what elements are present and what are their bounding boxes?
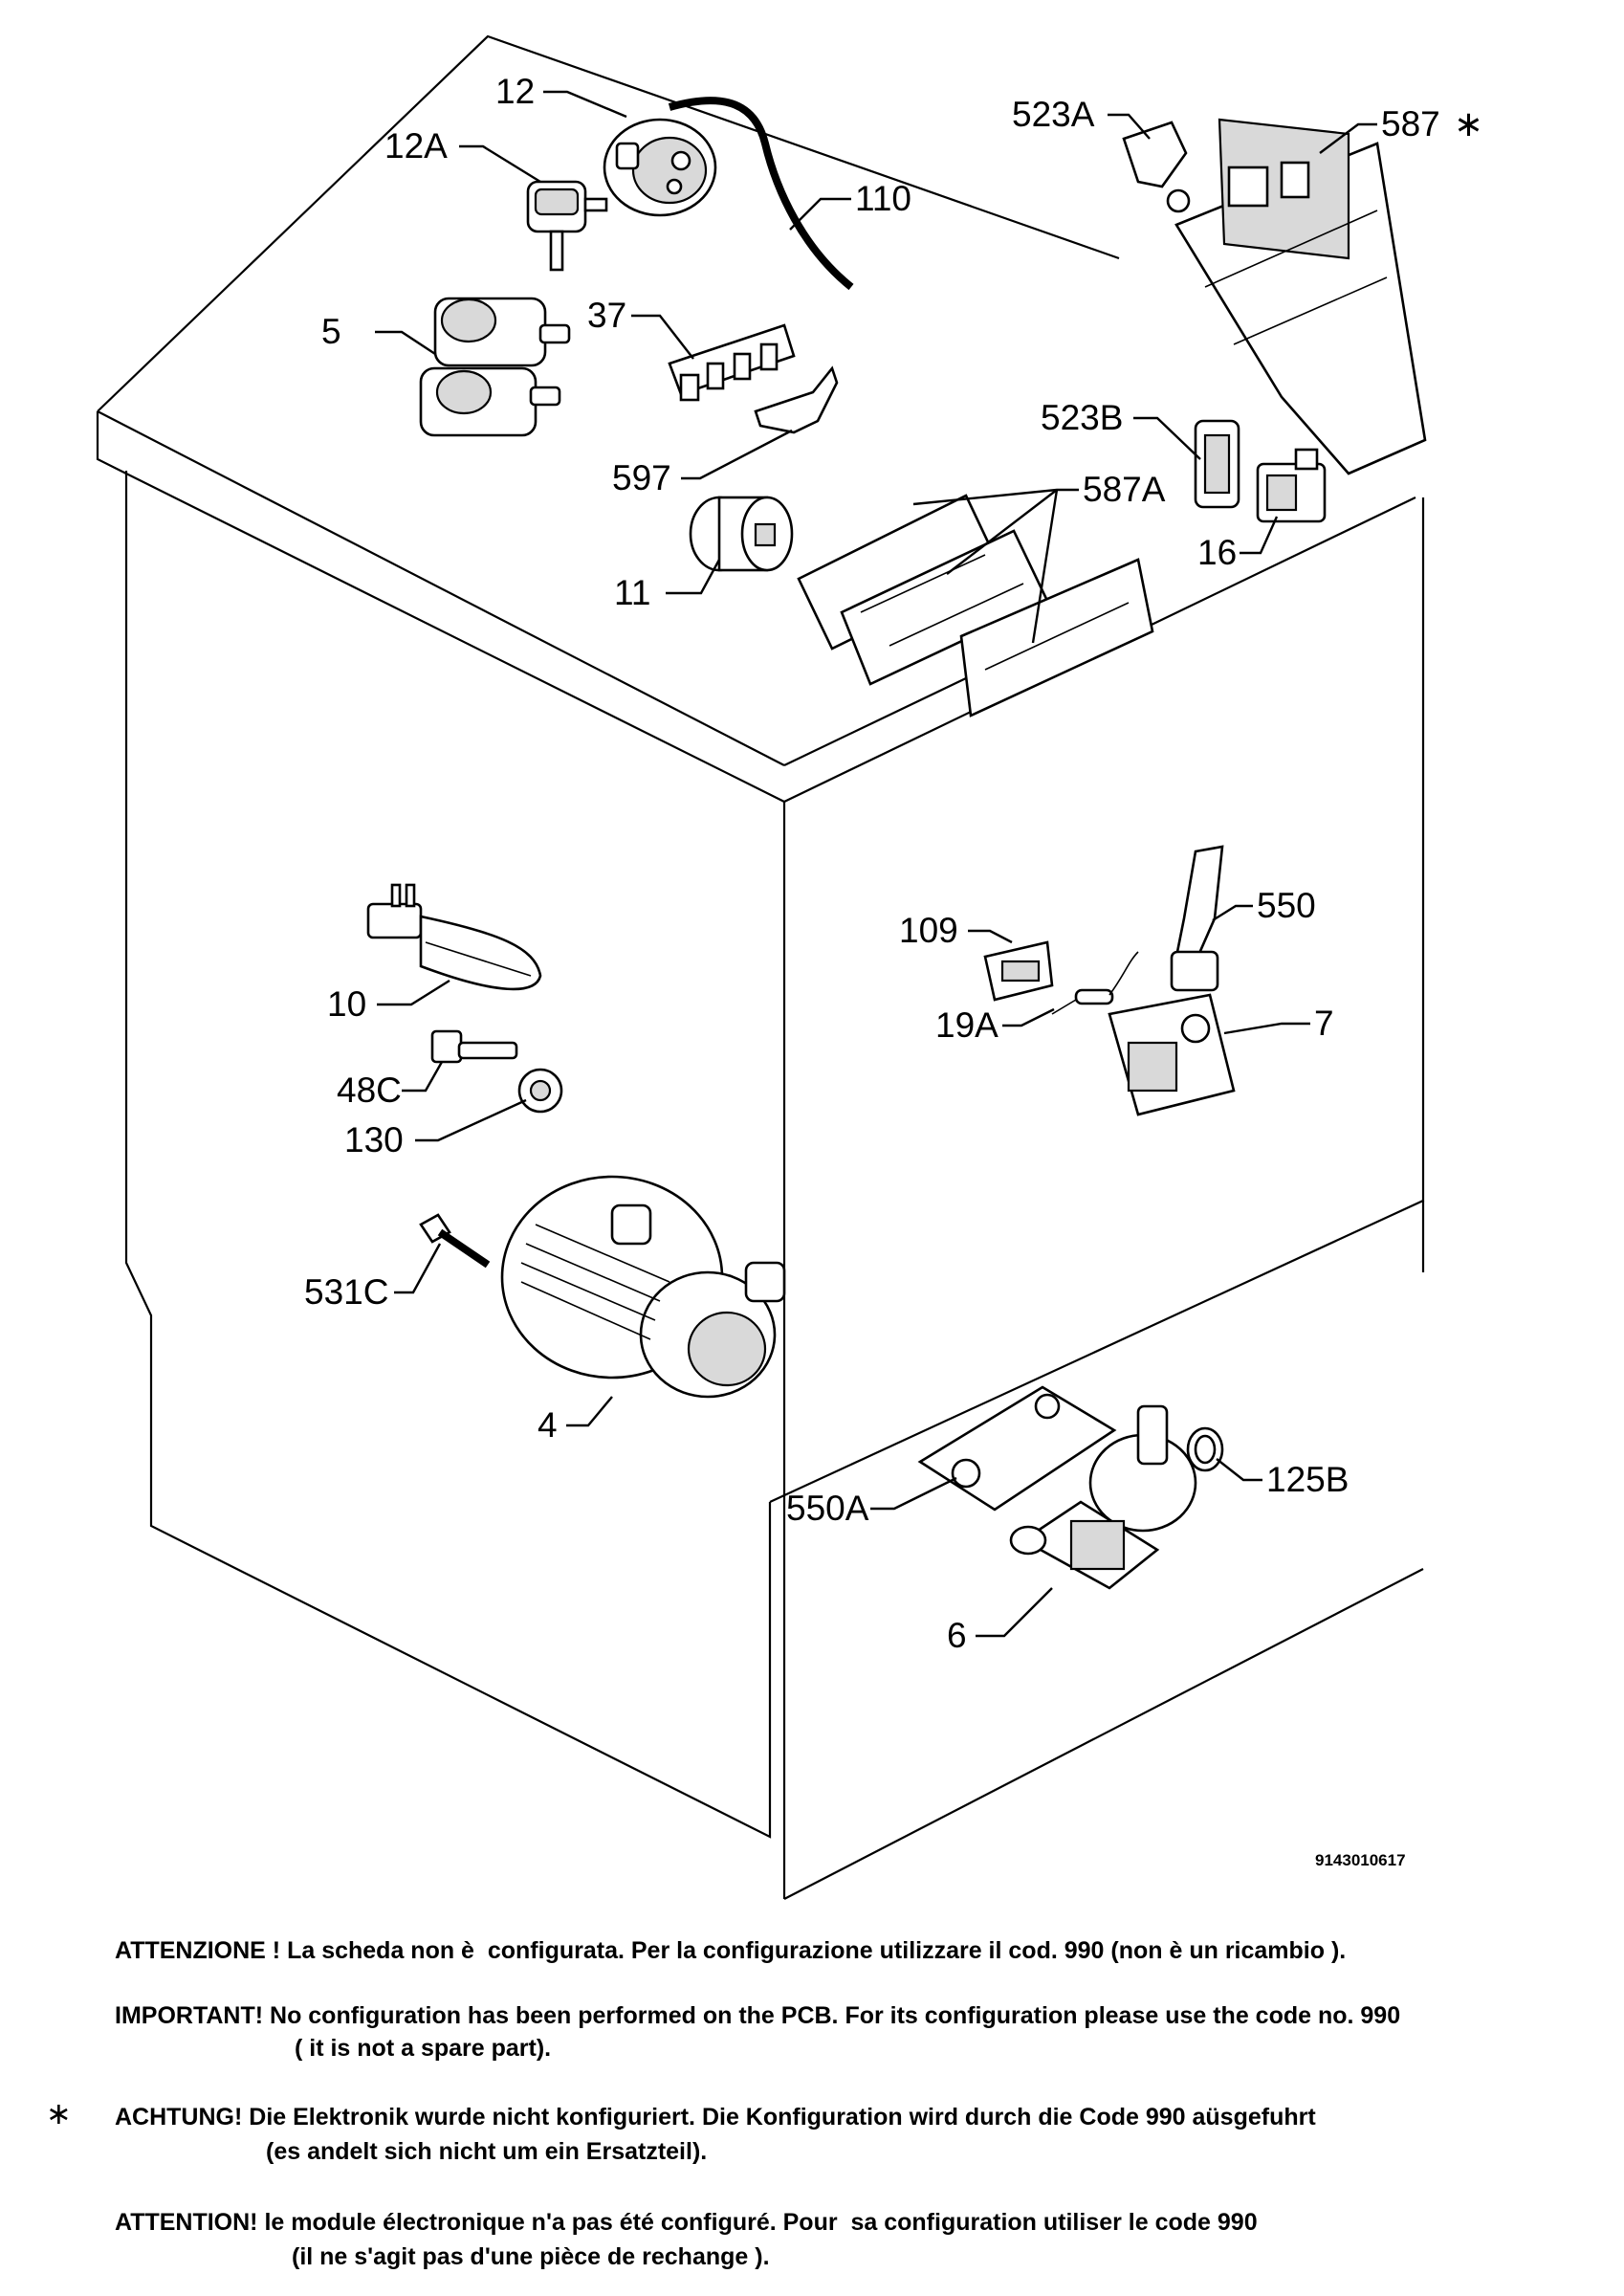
part-109-cover bbox=[983, 940, 1054, 1002]
part-550a-insulation-pad bbox=[917, 1385, 1117, 1512]
label-587a: 587A bbox=[1083, 470, 1166, 509]
label-550: 550 bbox=[1257, 886, 1316, 925]
label-550a: 550A bbox=[786, 1489, 869, 1528]
part-125b-o-ring bbox=[1186, 1426, 1224, 1472]
note-german-line1: ACHTUNG! Die Elektronik wurde nicht konf… bbox=[115, 2104, 1316, 2130]
label-12: 12 bbox=[495, 72, 535, 111]
part-587a-control-boards bbox=[797, 494, 1154, 718]
label-5: 5 bbox=[321, 312, 341, 351]
note-german-asterisk: ∗ bbox=[46, 2095, 72, 2131]
part-6-drain-pump bbox=[1009, 1404, 1197, 1590]
note-french-line1: ATTENTION! le module électronique n'a pa… bbox=[115, 2209, 1258, 2236]
part-10-heating-element bbox=[366, 883, 542, 991]
label-19a: 19A bbox=[935, 1005, 999, 1045]
label-587-asterisk: ∗ bbox=[1454, 103, 1483, 144]
part-12-pressure-switch bbox=[603, 118, 717, 217]
label-110: 110 bbox=[855, 179, 911, 218]
note-english-line1: IMPORTANT! No configuration has been per… bbox=[115, 2002, 1401, 2029]
label-11: 11 bbox=[614, 573, 650, 612]
note-french-line2: (il ne s'agit pas d'une pièce de rechang… bbox=[292, 2243, 770, 2270]
part-523b-connector-frame bbox=[1194, 419, 1240, 509]
label-10: 10 bbox=[327, 984, 366, 1024]
part-5-inlet-valve bbox=[419, 297, 571, 437]
label-4: 4 bbox=[538, 1405, 558, 1445]
label-109: 109 bbox=[899, 911, 958, 950]
label-48c: 48C bbox=[337, 1071, 402, 1110]
label-531c: 531C bbox=[304, 1272, 388, 1312]
cabinet-outline bbox=[96, 34, 1425, 1900]
part-597-clip bbox=[754, 365, 839, 434]
label-523b: 523B bbox=[1041, 398, 1123, 437]
label-7: 7 bbox=[1314, 1004, 1334, 1043]
part-11-interference-filter bbox=[689, 496, 794, 572]
label-12a: 12A bbox=[384, 126, 448, 166]
part-37-terminal-block bbox=[668, 323, 796, 402]
part-587-electronic-module bbox=[1174, 118, 1427, 475]
part-16-switch bbox=[1256, 448, 1327, 523]
part-4-motor bbox=[500, 1175, 786, 1399]
drawing-code: 9143010617 bbox=[1315, 1851, 1406, 1869]
label-587: 587 bbox=[1381, 104, 1440, 144]
part-130-nut bbox=[517, 1068, 563, 1114]
note-english-line2: ( it is not a spare part). bbox=[295, 2035, 552, 2062]
part-48c-ntc-sensor bbox=[430, 1029, 518, 1064]
note-german-line2: (es andelt sich nicht um ein Ersatzteil)… bbox=[266, 2138, 708, 2165]
part-550-door-lock-lever bbox=[1170, 845, 1224, 992]
part-110-hose bbox=[668, 97, 854, 291]
label-597: 597 bbox=[612, 458, 671, 497]
part-7-door-interlock bbox=[1108, 993, 1236, 1116]
label-125b: 125B bbox=[1266, 1460, 1349, 1499]
label-16: 16 bbox=[1197, 533, 1237, 572]
part-531c-bolt bbox=[419, 1213, 491, 1269]
part-12a-pressure-switch bbox=[526, 180, 608, 272]
label-523a: 523A bbox=[1012, 95, 1095, 134]
label-37: 37 bbox=[587, 296, 626, 335]
label-6: 6 bbox=[947, 1616, 967, 1655]
leader-lines bbox=[375, 90, 1377, 1638]
part-19a-lamp bbox=[1051, 951, 1139, 1015]
label-130: 130 bbox=[344, 1120, 404, 1159]
note-italian: ATTENZIONE ! La scheda non è configurata… bbox=[115, 1937, 1347, 1964]
part-523a-connector bbox=[1122, 121, 1191, 213]
